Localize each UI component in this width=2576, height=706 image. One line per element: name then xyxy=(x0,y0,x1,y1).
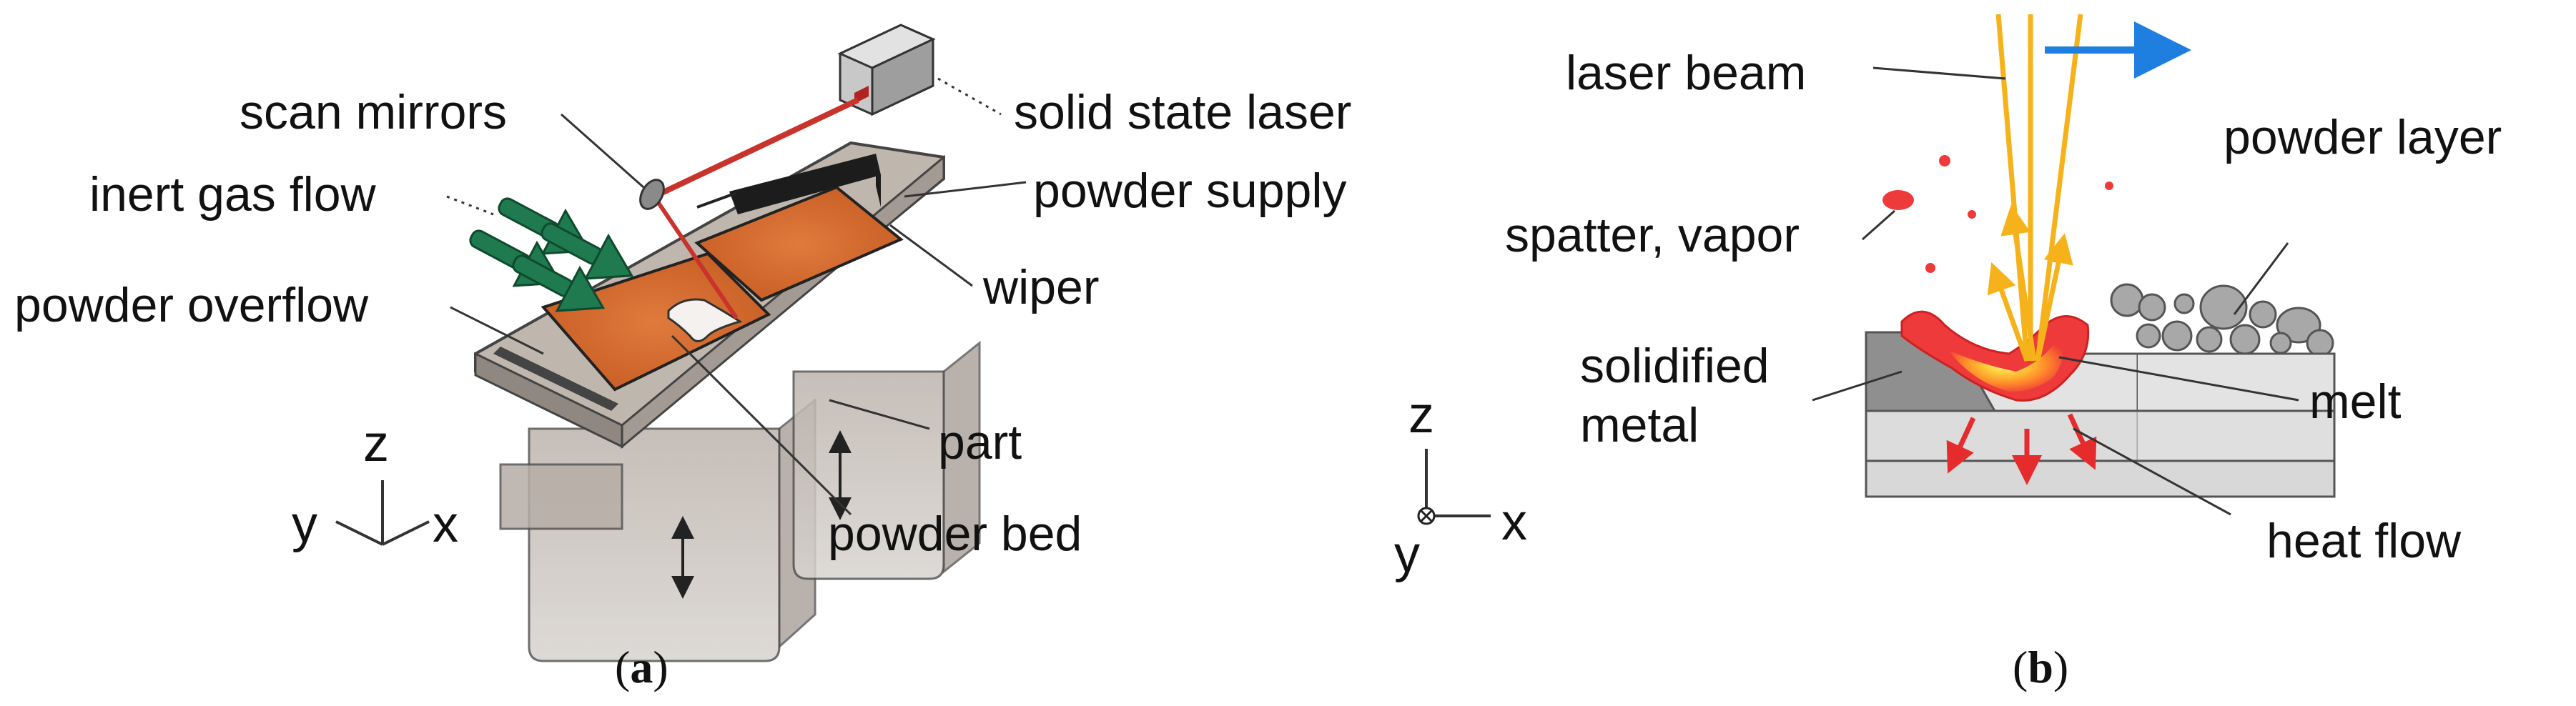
label-melt: melt xyxy=(2309,374,2402,429)
caption-b: (b) xyxy=(2013,642,2068,692)
label-powder-layer: powder layer xyxy=(2224,110,2502,164)
label-inert-gas-flow: inert gas flow xyxy=(89,167,377,222)
powder-supply-surface xyxy=(694,185,904,302)
label-spatter-vapor: spatter, vapor xyxy=(1505,208,1800,262)
axis-b-z: z xyxy=(1408,387,1434,444)
axis-a-x: x xyxy=(433,496,458,553)
label-solid-state-laser: solid state laser xyxy=(1014,85,1351,139)
label-scan-mirrors: scan mirrors xyxy=(240,85,507,139)
panel-b: laser beam powder layer spatter, vapor s… xyxy=(1394,14,2502,692)
overflow-slot xyxy=(493,347,618,411)
caption-a-letter: a xyxy=(630,642,653,692)
laser-beams xyxy=(1987,14,2083,362)
axis-a-z: z xyxy=(363,415,389,472)
wiper-bar xyxy=(729,154,881,214)
axes-b: z x y xyxy=(1394,387,1527,583)
laser-source xyxy=(837,24,936,116)
wiper-blade xyxy=(876,154,881,207)
caption-b-close: ) xyxy=(2053,642,2068,692)
label-wiper: wiper xyxy=(982,260,1100,314)
wiper-guide xyxy=(696,192,737,209)
laser-beam-path xyxy=(652,97,859,319)
label-heat-flow: heat flow xyxy=(2266,514,2462,568)
heat-flow-arrows xyxy=(1946,413,2097,485)
caption-a-open: ( xyxy=(615,642,630,692)
axis-a-y: y xyxy=(292,496,317,553)
caption-b-letter: b xyxy=(2028,642,2053,692)
caption-b-open: ( xyxy=(2013,642,2028,692)
label-metal: metal xyxy=(1580,398,1699,452)
panel-a-leaders xyxy=(446,77,1027,516)
build-chamber-tanks xyxy=(499,340,981,662)
caption-a-close: ) xyxy=(653,642,668,692)
gas-flow-arrows xyxy=(469,197,634,312)
panel-a: solid state laser scan mirrors inert gas… xyxy=(14,24,1351,692)
axis-b-x: x xyxy=(1501,494,1527,551)
label-solidified: solidified xyxy=(1580,339,1770,393)
label-powder-bed: powder bed xyxy=(828,507,1082,561)
label-part: part xyxy=(938,415,1022,469)
label-laser-beam: laser beam xyxy=(1566,46,1806,100)
label-powder-overflow: powder overflow xyxy=(14,278,369,332)
scan-mirror xyxy=(639,179,665,210)
caption-a: (a) xyxy=(615,642,668,692)
powder-bed-surface xyxy=(541,252,771,392)
part-shape xyxy=(667,298,743,342)
axes-a: z y x xyxy=(292,415,458,553)
label-powder-supply: powder supply xyxy=(1033,164,1346,218)
powder-particles xyxy=(2110,283,2334,357)
panel-b-leaders xyxy=(1812,66,2299,516)
spatter-droplets xyxy=(1882,155,2113,273)
axis-b-y: y xyxy=(1394,526,1420,583)
